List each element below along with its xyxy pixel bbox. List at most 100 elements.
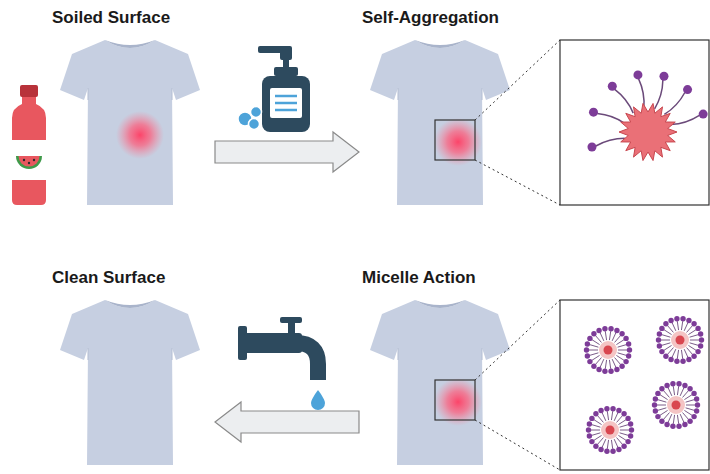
- surfactant-head: [674, 359, 679, 364]
- tshirt-outline: [370, 300, 510, 465]
- surfactant-head: [659, 419, 664, 424]
- surfactant-tail: [677, 386, 678, 395]
- surfactant-tail: [660, 410, 668, 415]
- surfactant-head: [591, 331, 596, 336]
- surfactant-head: [652, 402, 657, 407]
- surfactant-head: [596, 328, 601, 333]
- surfactant-tail: [618, 345, 627, 348]
- surfactant-tail: [664, 345, 672, 350]
- surfactant-head: [608, 82, 617, 91]
- surfactant-tail: [620, 425, 629, 428]
- inset-frame: [560, 300, 709, 470]
- surfactant-tail: [662, 343, 671, 346]
- surfactant-tail: [614, 439, 618, 447]
- surfactant-tail: [598, 438, 604, 445]
- surfactant-head: [683, 85, 692, 94]
- surfactant-head: [655, 391, 660, 396]
- surfactant-head: [627, 347, 632, 352]
- surfactant-tail: [620, 433, 629, 436]
- tshirt-seam: [398, 88, 482, 100]
- surfactant-head: [686, 357, 691, 362]
- surfactant-tail: [686, 400, 695, 403]
- surfactant-tail: [598, 416, 604, 423]
- surfactant-tail: [617, 416, 623, 423]
- inset-frame: [560, 40, 709, 205]
- tshirt-collar: [105, 300, 155, 308]
- surfactant-tail: [664, 93, 684, 115]
- surfactant-tail: [611, 440, 612, 449]
- surfactant-tail: [683, 413, 689, 420]
- surfactant-tail: [602, 413, 606, 421]
- surfactant-head: [691, 391, 696, 396]
- surfactant-tail: [618, 353, 627, 356]
- surfactant-tail: [609, 360, 610, 369]
- surfactant-tail: [688, 330, 696, 335]
- surfactant-tail: [615, 336, 621, 343]
- surfactant-head: [626, 341, 631, 346]
- surfactant-head: [629, 427, 634, 432]
- surfactant-tail: [589, 350, 598, 351]
- surfactant-head: [664, 383, 669, 388]
- surfactant-tail: [596, 358, 602, 365]
- surfactant-head: [695, 326, 700, 331]
- surfactant-head: [619, 364, 624, 369]
- surfactant-tail: [684, 323, 688, 331]
- surfactant-tail: [668, 348, 674, 355]
- tshirt-body: [370, 40, 510, 205]
- stage-node: Soiled Surface: [52, 8, 212, 205]
- surfactant-head: [668, 357, 673, 362]
- soil-particle: [676, 336, 685, 345]
- surfactant-head: [691, 354, 696, 359]
- stain-spot: [434, 378, 482, 426]
- surfactant-head: [699, 337, 704, 342]
- surfactant-head: [680, 316, 685, 321]
- surfactant-head: [699, 110, 708, 119]
- surfactant-head: [687, 386, 692, 391]
- micelle: [652, 381, 700, 429]
- stage-heading: Micelle Action: [362, 268, 522, 288]
- surfactant-tail: [686, 408, 695, 411]
- zoom-leader: [475, 420, 560, 470]
- surfactant-head: [691, 321, 696, 326]
- surfactant-head: [670, 424, 675, 429]
- soil-particle: [604, 346, 613, 355]
- surfactant-head: [602, 369, 607, 374]
- zoom-leader: [475, 300, 560, 380]
- tap-body: [244, 333, 302, 353]
- surfactant-tail: [673, 415, 674, 424]
- surfactant-head: [680, 359, 685, 364]
- surfactant-tail: [668, 326, 674, 333]
- surfactant-head: [610, 449, 615, 454]
- surfactant-head: [691, 414, 696, 419]
- tshirt-body: [60, 300, 200, 465]
- surfactant-head: [695, 349, 700, 354]
- pump-head: [280, 46, 292, 60]
- tshirt-seam: [398, 348, 482, 360]
- surfactant-head: [659, 326, 664, 331]
- surfactant-tail: [664, 391, 670, 398]
- surfactant-head: [616, 447, 621, 452]
- surfactant-tail: [658, 400, 667, 403]
- bottle-label: [270, 88, 302, 118]
- surfactant-tail: [688, 345, 696, 350]
- surfactant-head: [676, 424, 681, 429]
- stage-heading: Self-Aggregation: [362, 8, 522, 28]
- surfactant-tail: [618, 420, 626, 425]
- soil-particle: [606, 426, 615, 435]
- surfactant-head: [663, 321, 668, 326]
- surfactant-head: [602, 326, 607, 331]
- surfactant-tail: [612, 359, 616, 367]
- surfactant-tail: [687, 326, 693, 333]
- label-stripe: [275, 109, 297, 112]
- surfactant-head: [625, 416, 630, 421]
- surfactant-head: [598, 408, 603, 413]
- surfactant-tail: [681, 321, 682, 330]
- watermelon-seed: [33, 159, 35, 161]
- surfactant-tail: [681, 350, 682, 359]
- soap-dispenser: [238, 46, 310, 132]
- surfactant-tail: [687, 348, 693, 355]
- tshirt-body: [60, 40, 200, 205]
- surfactant-tail: [618, 350, 627, 351]
- tshirt-collar: [415, 300, 465, 308]
